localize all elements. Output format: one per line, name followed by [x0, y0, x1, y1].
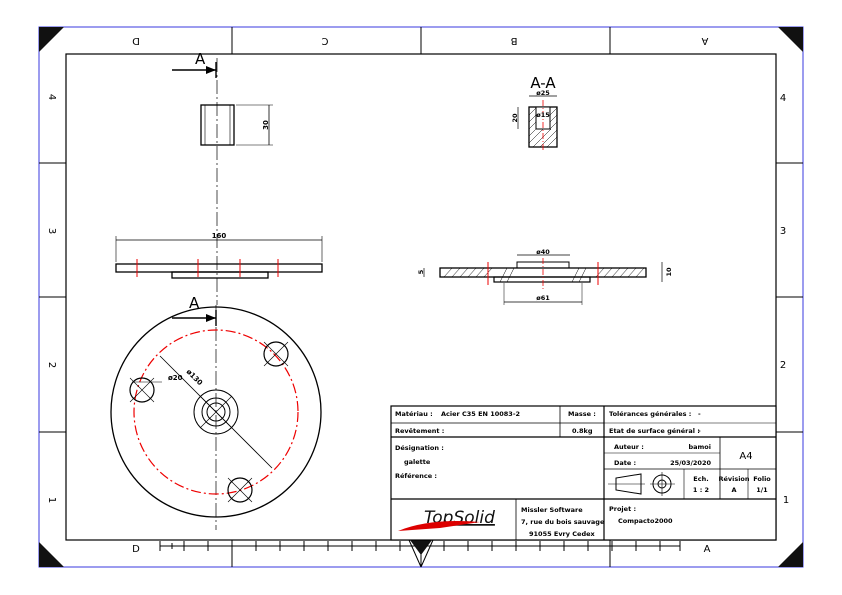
- corner-mark-tr: [778, 27, 803, 52]
- date-value: 25/03/2020: [670, 459, 711, 467]
- designation-label: Désignation :: [395, 444, 444, 452]
- section-detail: A-A ø25 ø15 20: [511, 74, 558, 150]
- dim-section-outer: ø25: [536, 89, 550, 97]
- scale-value: 1 : 2: [693, 486, 709, 494]
- zone-letter-top-b: B: [510, 35, 517, 46]
- zone-number-left-3: 3: [46, 228, 57, 234]
- mass-label: Masse :: [568, 410, 596, 418]
- tolerance-value: -: [698, 410, 701, 418]
- tolerance-label: Tolérances générales :: [609, 410, 691, 418]
- zone-number-right-3: 3: [780, 226, 786, 237]
- dim-section-height: 20: [511, 113, 519, 123]
- dim-hole: ø20: [168, 374, 183, 382]
- zone-number-right-4: 4: [780, 93, 786, 104]
- zone-number-left-4: 4: [46, 94, 57, 100]
- zone-letter-bottom-a: A: [704, 544, 711, 555]
- material-label: Matériau :: [395, 410, 433, 418]
- surface-value: -: [698, 427, 701, 435]
- section-arrow-top: A: [172, 50, 217, 78]
- dim-width: 160: [212, 232, 227, 240]
- dim-hub: ø40: [536, 248, 550, 256]
- section-arrow-lower: A: [172, 294, 217, 326]
- reference-label: Référence :: [395, 472, 437, 480]
- top-boss-view: 30: [200, 58, 273, 305]
- folio-value: 1/1: [756, 486, 768, 494]
- folio-label: Folio: [753, 475, 771, 483]
- format-value: A4: [739, 451, 752, 462]
- centering-mark-bottom: [410, 540, 432, 555]
- dim-bolt-circle: ø130: [185, 368, 204, 387]
- section-label-top: A: [195, 50, 206, 68]
- revision-label: Révision: [718, 475, 749, 483]
- scale-label: Ech.: [693, 475, 708, 483]
- topsolid-logo: TopSolid: [398, 508, 495, 531]
- zone-letter-top-d: D: [132, 35, 140, 46]
- revision-value: A: [731, 486, 736, 494]
- zone-letter-bottom-d: D: [132, 544, 140, 555]
- plan-view: ø130 ø20: [110, 305, 322, 530]
- corner-mark-bl: [39, 542, 64, 567]
- dim-side-height: 30: [262, 120, 270, 130]
- designation-value: galette: [404, 458, 431, 466]
- zone-number-left-2: 2: [46, 362, 57, 368]
- author-value: bamoi: [688, 443, 711, 451]
- corner-mark-tl: [39, 27, 64, 52]
- material-value: Acier C35 EN 10083-2: [441, 410, 520, 418]
- title-block: Matériau : Acier C35 EN 10083-2 Masse : …: [390, 405, 777, 541]
- project-value: Compacto2000: [618, 517, 673, 525]
- company-line1: Missler Software: [521, 506, 583, 514]
- projection-symbol-icon: [608, 472, 675, 496]
- dim-hub-outer: ø61: [536, 294, 550, 302]
- zone-number-right-2: 2: [780, 360, 786, 371]
- section-title: A-A: [530, 74, 556, 92]
- dim-section-inner: ø15: [536, 111, 550, 119]
- company-line2: 7, rue du bois sauvage: [521, 518, 605, 526]
- surface-label: Etat de surface général :: [609, 427, 700, 435]
- zone-letter-top-a: A: [701, 35, 708, 46]
- date-label: Date :: [614, 459, 636, 467]
- corner-mark-br: [778, 542, 803, 567]
- author-label: Auteur :: [614, 443, 644, 451]
- front-view: 160: [115, 232, 323, 279]
- company-line3: 91055 Evry Cedex: [529, 530, 595, 538]
- zone-letter-top-c: C: [321, 35, 328, 46]
- section-view: ø40 ø61 5 10: [417, 248, 673, 305]
- section-label-lower: A: [189, 294, 200, 312]
- dim-total-height: 10: [665, 267, 673, 277]
- project-label: Projet :: [609, 505, 636, 513]
- coating-label: Revêtement :: [395, 427, 444, 435]
- mass-value: 0.8kg: [572, 427, 593, 435]
- zone-number-right-1: 1: [783, 495, 789, 506]
- zone-ticks: [39, 27, 803, 567]
- dim-thickness: 5: [417, 269, 425, 274]
- zone-number-left-1: 1: [46, 497, 57, 503]
